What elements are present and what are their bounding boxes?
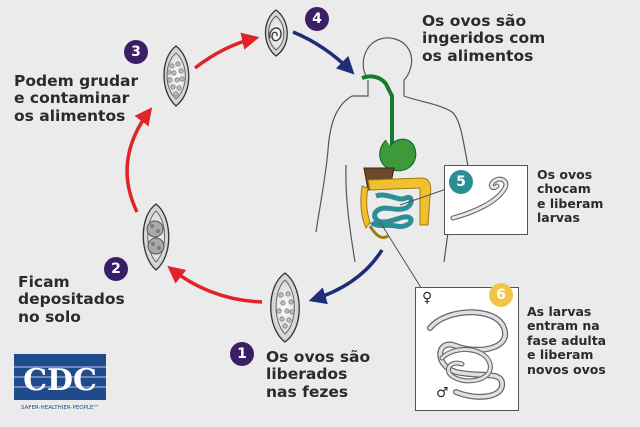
- step-3-badge: 3: [124, 40, 148, 64]
- step-6-badge: 6: [489, 283, 513, 307]
- cdc-logo: CDC SAFER·HEALTHIER·PEOPLE™: [12, 352, 108, 412]
- arrow-body-to-1: [308, 249, 384, 305]
- human-body-outline: [315, 37, 485, 263]
- adult-worms-illustration: [427, 309, 509, 400]
- cdc-logo-tagline: SAFER·HEALTHIER·PEOPLE™: [21, 404, 99, 411]
- step-5-label: Os ovos chocam e liberam larvas: [537, 167, 604, 226]
- step-2-label: Ficam depositados no solo: [18, 273, 125, 326]
- step-4-line-3: os alimentos: [422, 46, 534, 65]
- step-2-line-3: no solo: [18, 307, 81, 326]
- step-3-label: Podem grudar e contaminar os alimentos: [14, 72, 139, 125]
- egg-step-1: [270, 272, 300, 343]
- arrow-2-to-3: [125, 107, 153, 213]
- step-6-line-4: e liberam: [527, 347, 594, 363]
- step-2-line-1: Ficam: [18, 273, 70, 291]
- female-symbol: ♀: [422, 290, 433, 306]
- step-6-line-2: entram na: [527, 318, 600, 334]
- step-1-line-2: liberados: [266, 365, 348, 384]
- step-3-line-3: os alimentos: [14, 106, 126, 125]
- egg-step-3: [163, 45, 190, 107]
- step-5-line-2: chocam: [537, 181, 591, 197]
- digestive-tract: [360, 74, 432, 240]
- step-1-label: Os ovos são liberados nas fezes: [266, 348, 371, 401]
- step-5-line-4: larvas: [537, 210, 580, 226]
- male-symbol: ♂: [436, 385, 449, 401]
- step-1-line-1: Os ovos são: [266, 348, 371, 366]
- step-4-label: Os ovos são ingeridos com os alimentos: [422, 12, 546, 65]
- step-2-line-2: depositados: [18, 290, 125, 309]
- larva-illustration: [450, 176, 509, 221]
- adult-worms-box: [415, 287, 519, 411]
- arrow-1-to-2: [167, 265, 263, 304]
- step-3-line-1: Podem grudar: [14, 72, 139, 90]
- step-5-badge: 5: [449, 170, 473, 194]
- step-5-line-3: e liberam: [537, 195, 604, 211]
- step-4-badge: 4: [305, 7, 329, 31]
- arrow-4-to-body: [292, 30, 355, 75]
- cdc-logo-text: CDC: [23, 363, 97, 398]
- step-6-label: As larvas entram na fase adulta e libera…: [527, 304, 607, 377]
- step-6-line-1: As larvas: [527, 304, 592, 319]
- step-6-line-3: fase adulta: [527, 332, 607, 348]
- step-3-line-2: e contaminar: [14, 89, 130, 108]
- step-1-badge: 1: [230, 342, 254, 366]
- arrow-3-to-4: [193, 32, 260, 70]
- step-4-line-2: ingeridos com: [422, 29, 546, 48]
- step-5-line-1: Os ovos: [537, 167, 593, 182]
- step-2-badge: 2: [104, 257, 128, 281]
- step-6-line-5: novos ovos: [527, 361, 606, 377]
- step-4-line-1: Os ovos são: [422, 12, 527, 30]
- step-1-line-3: nas fezes: [266, 382, 349, 401]
- egg-step-2: [142, 203, 170, 271]
- egg-step-4: [264, 9, 288, 57]
